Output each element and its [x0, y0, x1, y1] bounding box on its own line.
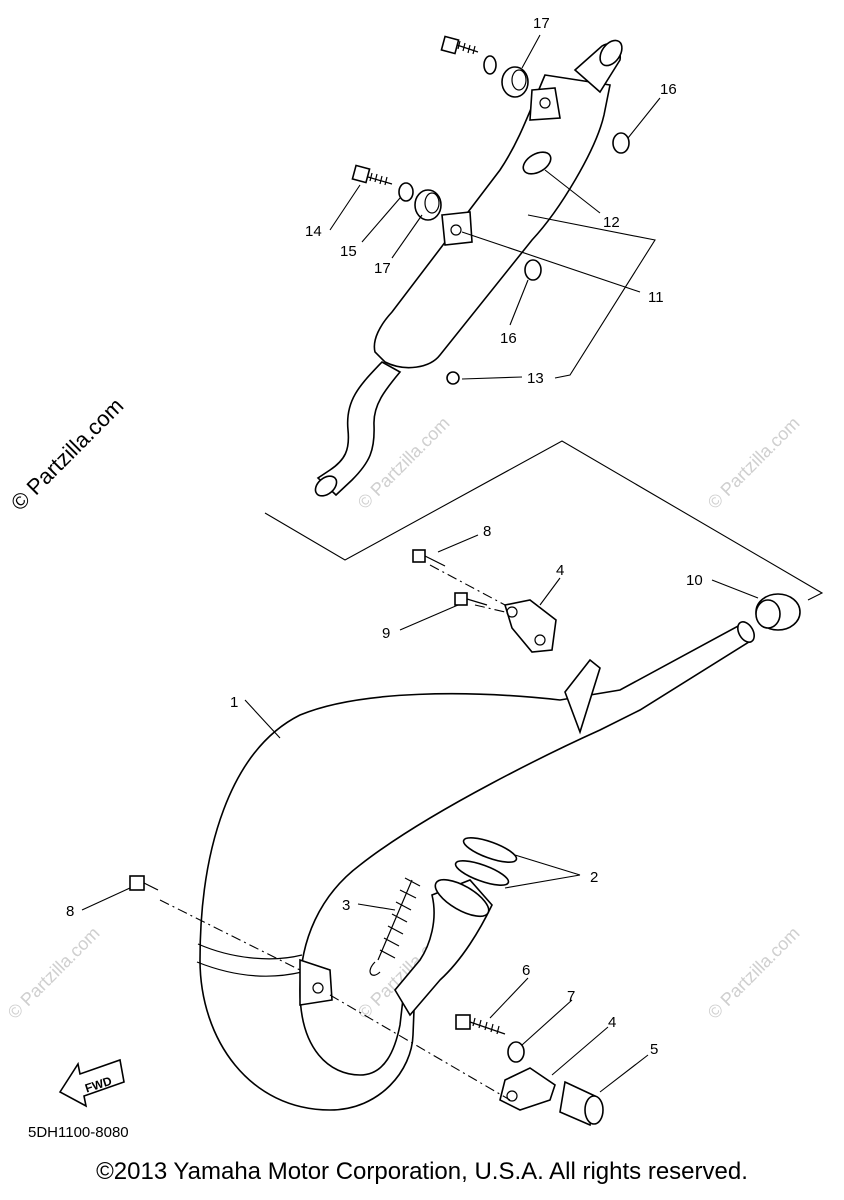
spring-3: [377, 877, 421, 961]
callout-14: 14: [305, 223, 322, 240]
callout-12: 12: [603, 214, 620, 231]
centerline: [329, 994, 511, 1101]
silencer-hardware: [351, 35, 630, 385]
exhaust-pipe: [196, 621, 755, 1111]
bolt-14-thread: [367, 172, 393, 186]
callout-10: 10: [686, 572, 703, 589]
spring-hook: [369, 961, 381, 976]
upper-bracket: [529, 87, 561, 121]
o-ring-upper: [462, 837, 518, 863]
grommet-12: [522, 151, 552, 175]
bracket-hole: [506, 606, 518, 618]
pipe-band: [196, 943, 303, 977]
callout-7: 7: [567, 988, 575, 1005]
callout-16: 16: [500, 330, 517, 347]
silencer-inlet-end: [314, 475, 338, 497]
washer-15: [398, 182, 414, 202]
callout-8: 8: [483, 523, 491, 540]
bracket-4-upper: [503, 599, 557, 653]
callout-4: 4: [556, 562, 564, 579]
centerline: [429, 564, 506, 606]
bolt-6-head: [455, 1014, 471, 1030]
lower-bracket: [441, 211, 473, 246]
bracket-hole: [506, 1090, 518, 1102]
bracket-hole: [534, 634, 546, 646]
silencer-inlet-pipe: [316, 361, 402, 497]
pipe-bracket-top: [564, 658, 601, 735]
damper-16-upper: [612, 132, 630, 154]
callout-5: 5: [650, 1041, 658, 1058]
bolt-8-lower-thread: [143, 882, 159, 891]
upper-bracket-hole: [539, 97, 551, 109]
o-ring-lower: [454, 860, 510, 886]
callout-17: 17: [533, 15, 550, 32]
callout-4: 4: [608, 1014, 616, 1031]
exhaust-chamber: [199, 623, 754, 1111]
bolt-9-thread: [466, 598, 488, 606]
callout-11: 11: [648, 289, 664, 306]
assembly-frame: [264, 440, 824, 601]
bolt-thread: [456, 40, 479, 55]
bracket-4-lower: [499, 1067, 556, 1111]
callout-9: 9: [382, 625, 390, 642]
screw-13: [446, 371, 460, 385]
callout-13: 13: [527, 370, 544, 387]
watermark: © Partzilla.com: [704, 413, 804, 513]
callout-2: 2: [590, 869, 598, 886]
centerline: [159, 899, 301, 971]
pipe-bracket-hole: [312, 982, 324, 994]
bolt-9-head: [454, 592, 468, 606]
callout-15: 15: [340, 243, 357, 260]
pipe-bracket-bottom: [299, 958, 333, 1006]
callout-8: 8: [66, 903, 74, 920]
collar-hole: [424, 192, 440, 214]
exhaust-diagram: © Partzilla.com © Partzilla.com © Partzi…: [4, 15, 824, 1127]
watermark-main: © Partzilla.com: [6, 393, 129, 516]
damper-16-lower: [524, 259, 542, 281]
lower-bracket-hole: [450, 224, 462, 236]
bolt-14-head: [351, 164, 371, 184]
bolt-8-head: [412, 549, 426, 563]
bolt-6-thread: [469, 1017, 506, 1035]
collar-10-inner: [755, 599, 781, 629]
silencer-assembly: [314, 39, 623, 497]
bracket-frame: [527, 214, 656, 379]
callout-17: 17: [374, 260, 391, 277]
callouts: 17 16 12 11 16 13 14 15 17 8 4 10 9 1 2 …: [66, 15, 703, 1058]
bolt-8-thread: [424, 555, 446, 567]
centerline: [474, 604, 506, 613]
pipe-outlet: [737, 621, 755, 643]
callout-1: 1: [230, 694, 238, 711]
leader-lines: [81, 34, 759, 1093]
callout-6: 6: [522, 962, 530, 979]
callout-16: 16: [660, 81, 677, 98]
fwd-arrow-icon: FWD: [58, 1058, 125, 1108]
washer: [483, 55, 497, 75]
silencer-body: [373, 74, 611, 369]
watermark: © Partzilla.com: [4, 923, 104, 1023]
joint-pipe-flange: [434, 878, 490, 918]
collar-5-end: [584, 1095, 604, 1125]
washer-7: [507, 1041, 525, 1063]
watermark: © Partzilla.com: [704, 923, 804, 1023]
collar-hole: [511, 69, 527, 91]
callout-3: 3: [342, 897, 350, 914]
bolt-8-lower: [129, 875, 145, 891]
tailpipe-end: [599, 39, 623, 67]
part-code: 5DH1100-8080: [28, 1124, 129, 1141]
copyright-notice: ©2013 Yamaha Motor Corporation, U.S.A. A…: [96, 1158, 748, 1185]
bolt-head: [440, 35, 460, 55]
